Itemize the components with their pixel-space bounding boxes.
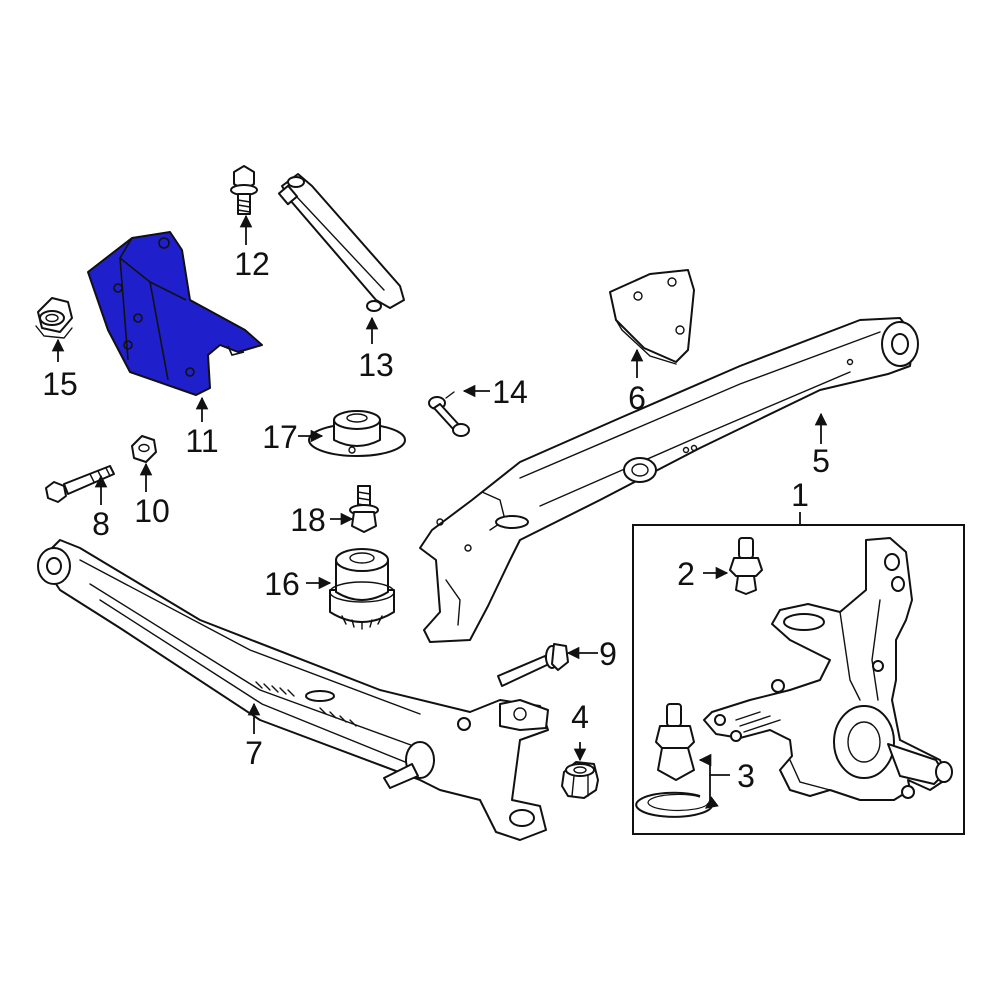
callout-17[interactable]: 17 [262,419,298,455]
callout-15[interactable]: 15 [42,366,78,402]
part-13-link[interactable] [277,173,405,312]
leaders [51,214,828,809]
leader-3b [704,775,719,809]
part-3-ball-joint[interactable] [655,703,695,781]
part-8-bolt[interactable] [45,465,115,503]
part-17-seat[interactable] [308,410,406,457]
callout-12[interactable]: 12 [234,246,270,282]
callout-4[interactable]: 4 [571,699,589,735]
callout-8[interactable]: 8 [92,506,110,542]
callout-18[interactable]: 18 [290,502,326,538]
part-5-trailing-arm[interactable] [419,317,919,643]
callout-7[interactable]: 7 [245,735,263,771]
part-10-nut[interactable] [131,435,157,463]
part-6-plate[interactable] [609,269,695,365]
callout-labels: 1 2 3 4 5 6 7 8 9 10 11 12 13 14 15 16 1… [42,246,830,794]
part-1-knuckle[interactable] [703,537,953,801]
leader-3a [698,753,730,776]
part-2-ball-joint[interactable] [729,537,763,595]
part-9-bolt[interactable] [497,643,569,687]
part-12-bolt[interactable] [230,165,258,215]
part-18-bolt[interactable] [349,485,379,533]
callout-14[interactable]: 14 [492,374,528,410]
callout-2[interactable]: 2 [677,556,695,592]
callout-5[interactable]: 5 [812,443,830,479]
inset-box [632,524,965,835]
callout-1[interactable]: 1 [791,477,809,513]
callout-9[interactable]: 9 [599,636,617,672]
part-15-nut[interactable] [35,297,73,339]
callout-10[interactable]: 10 [134,493,170,529]
part-11-bracket-highlighted[interactable] [87,231,263,396]
part-4-nut[interactable] [561,761,599,799]
callout-13[interactable]: 13 [358,347,394,383]
part-3-snap-ring[interactable] [635,791,713,818]
part-14-pin[interactable] [428,391,470,437]
part-7-axle-beam[interactable] [37,539,549,841]
callout-11[interactable]: 11 [185,423,218,459]
part-16-bushing[interactable] [329,548,395,630]
callout-6[interactable]: 6 [628,380,646,416]
callout-16[interactable]: 16 [264,566,300,602]
callout-3[interactable]: 3 [737,758,755,794]
